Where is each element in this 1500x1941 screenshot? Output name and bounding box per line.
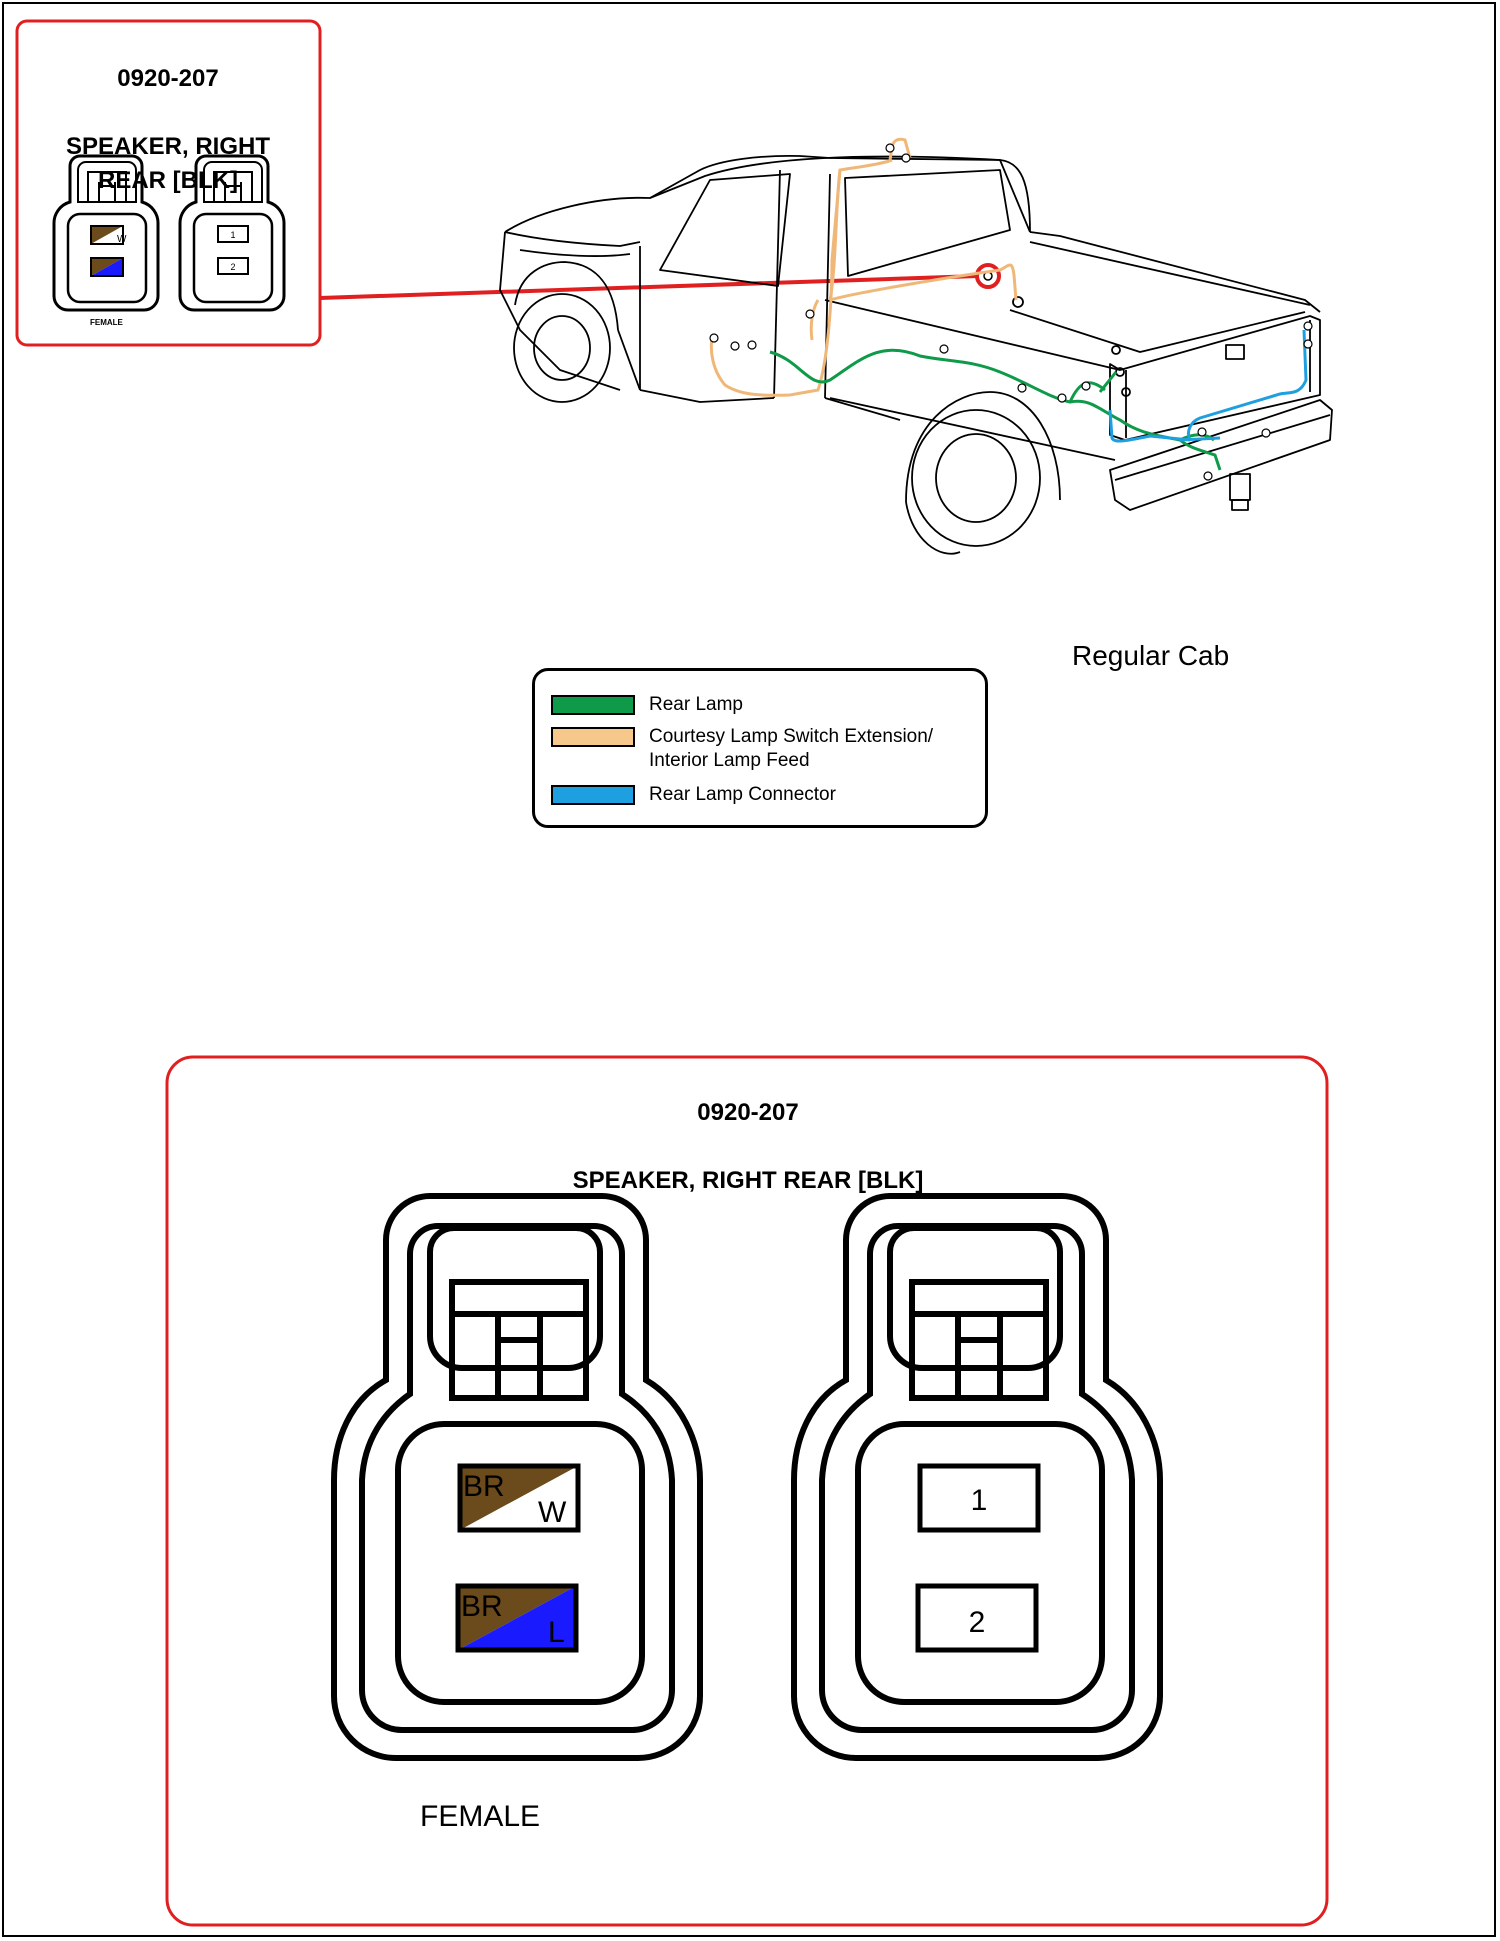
legend-item-rear-lamp: Rear Lamp <box>551 693 743 717</box>
female-pin-2-wire-color: BR L <box>455 1583 579 1653</box>
female-pin-1-wire-color: BR W <box>457 1463 581 1533</box>
legend-item-courtesy-lamp: Courtesy Lamp Switch Extension/ Interior… <box>551 725 933 773</box>
legend-item-rear-lamp-connector: Rear Lamp Connector <box>551 783 836 807</box>
vehicle-caption: Regular Cab <box>1072 640 1230 671</box>
legend-label-courtesy-lamp: Courtesy Lamp Switch Extension/ Interior… <box>649 726 934 771</box>
legend-swatch-courtesy-lamp <box>551 727 635 747</box>
pin-1-number: 1 <box>971 1484 988 1517</box>
svg-text:1: 1 <box>230 230 235 240</box>
pin-2-stripe-color-fill <box>458 1586 576 1650</box>
connector-locator-marker <box>975 263 1001 289</box>
legend-swatch-rear-lamp-connector <box>551 785 635 805</box>
small-callout-box <box>15 19 322 347</box>
legend-label-rear-lamp-connector: Rear Lamp Connector <box>649 784 836 805</box>
svg-text:2: 2 <box>230 262 235 272</box>
harness-legend: Rear Lamp Courtesy Lamp Switch Extension… <box>532 668 988 828</box>
rear-lamp-harness <box>769 344 1222 481</box>
leader-line <box>319 274 979 300</box>
courtesy-lamp-harness <box>709 137 1018 397</box>
rear-lamp-connector-harness <box>1108 321 1313 443</box>
pin-2-number: 2 <box>969 1606 986 1639</box>
small-callout-title: 0920-207 SPEAKER, RIGHT REAR [BLK] <box>18 28 318 232</box>
pin-2-stripe-label: L <box>548 1616 565 1649</box>
female-label: FEMALE <box>420 1800 541 1833</box>
pin-1-stripe-color-fill <box>460 1466 578 1530</box>
pin-cavity-1: 1 <box>917 1463 1041 1533</box>
pin-1-stripe-label: W <box>538 1496 567 1529</box>
legend-label-rear-lamp: Rear Lamp <box>649 694 743 715</box>
detail-title: 0920-207 SPEAKER, RIGHT REAR [BLK] <box>168 1062 1328 1232</box>
detail-callout-box <box>165 1055 1329 1927</box>
detail-part-number: 0920-207 <box>697 1099 799 1126</box>
detail-connector-name: SPEAKER, RIGHT REAR [BLK] <box>572 1167 924 1194</box>
small-female-label: FEMALE <box>90 318 123 327</box>
pin-cavity-2: 2 <box>915 1583 1039 1653</box>
small-connector-name: SPEAKER, RIGHT REAR [BLK] <box>65 133 271 194</box>
small-female-connector-icon: W <box>52 154 160 312</box>
legend-swatch-rear-lamp <box>551 695 635 715</box>
small-part-number: 0920-207 <box>117 65 219 92</box>
pin-1-primary-label: BR <box>463 1470 505 1503</box>
small-pin-connector-icon: 1 2 <box>178 154 286 312</box>
pin-2-primary-label: BR <box>461 1590 503 1623</box>
svg-text:W: W <box>117 234 127 245</box>
